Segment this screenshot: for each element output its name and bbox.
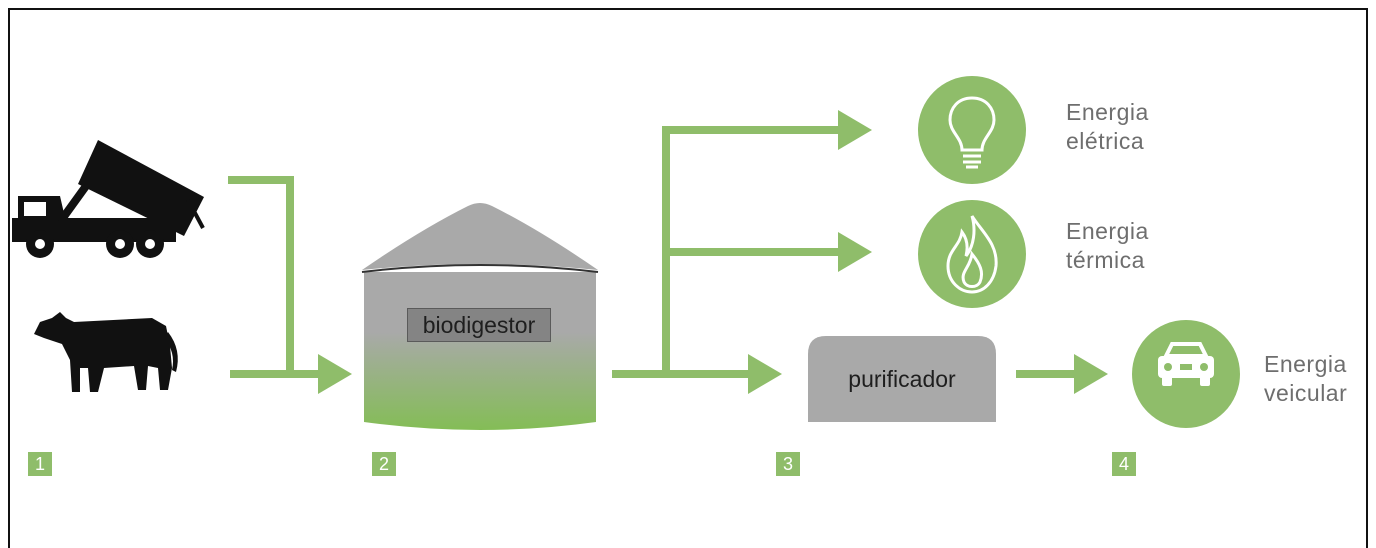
electric-label-line2: elétrica xyxy=(1066,128,1145,154)
thermal-label-line2: térmica xyxy=(1066,247,1145,273)
arrow-to-purificador xyxy=(748,354,782,394)
vehicle-label-line1: Energia xyxy=(1264,351,1347,377)
biodigestor-label: biodigestor xyxy=(407,308,551,342)
car-icon xyxy=(1132,320,1240,428)
step-3-badge: 3 xyxy=(776,452,800,476)
step-4-badge: 4 xyxy=(1112,452,1136,476)
diagram-frame xyxy=(8,8,1368,548)
input-connector xyxy=(228,176,320,378)
cow-icon xyxy=(34,312,178,392)
arrow-to-electric xyxy=(838,110,872,150)
dump-truck-icon xyxy=(12,140,205,258)
electric-energy-label: Energia elétrica xyxy=(1066,98,1149,156)
purificador-unit xyxy=(808,336,996,422)
flame-icon xyxy=(918,200,1026,308)
purificador-label: purificador xyxy=(848,366,956,392)
vehicle-label-line2: veicular xyxy=(1264,380,1348,406)
electric-label-line1: Energia xyxy=(1066,99,1149,125)
arrow-to-biodigestor xyxy=(318,354,352,394)
thermal-energy-label: Energia térmica xyxy=(1066,217,1149,275)
diagram-canvas xyxy=(12,76,1240,430)
step-1-badge: 1 xyxy=(28,452,52,476)
step-2-badge: 2 xyxy=(372,452,396,476)
thermal-label-line1: Energia xyxy=(1066,218,1149,244)
lightbulb-icon xyxy=(918,76,1026,184)
vehicle-energy-label: Energia veicular xyxy=(1264,350,1347,408)
output-connector xyxy=(612,126,1076,378)
biogas-process-diagram: biodigestor purificador Energia elétrica… xyxy=(8,8,1368,548)
arrow-to-vehicle xyxy=(1074,354,1108,394)
arrow-to-thermal xyxy=(838,232,872,272)
